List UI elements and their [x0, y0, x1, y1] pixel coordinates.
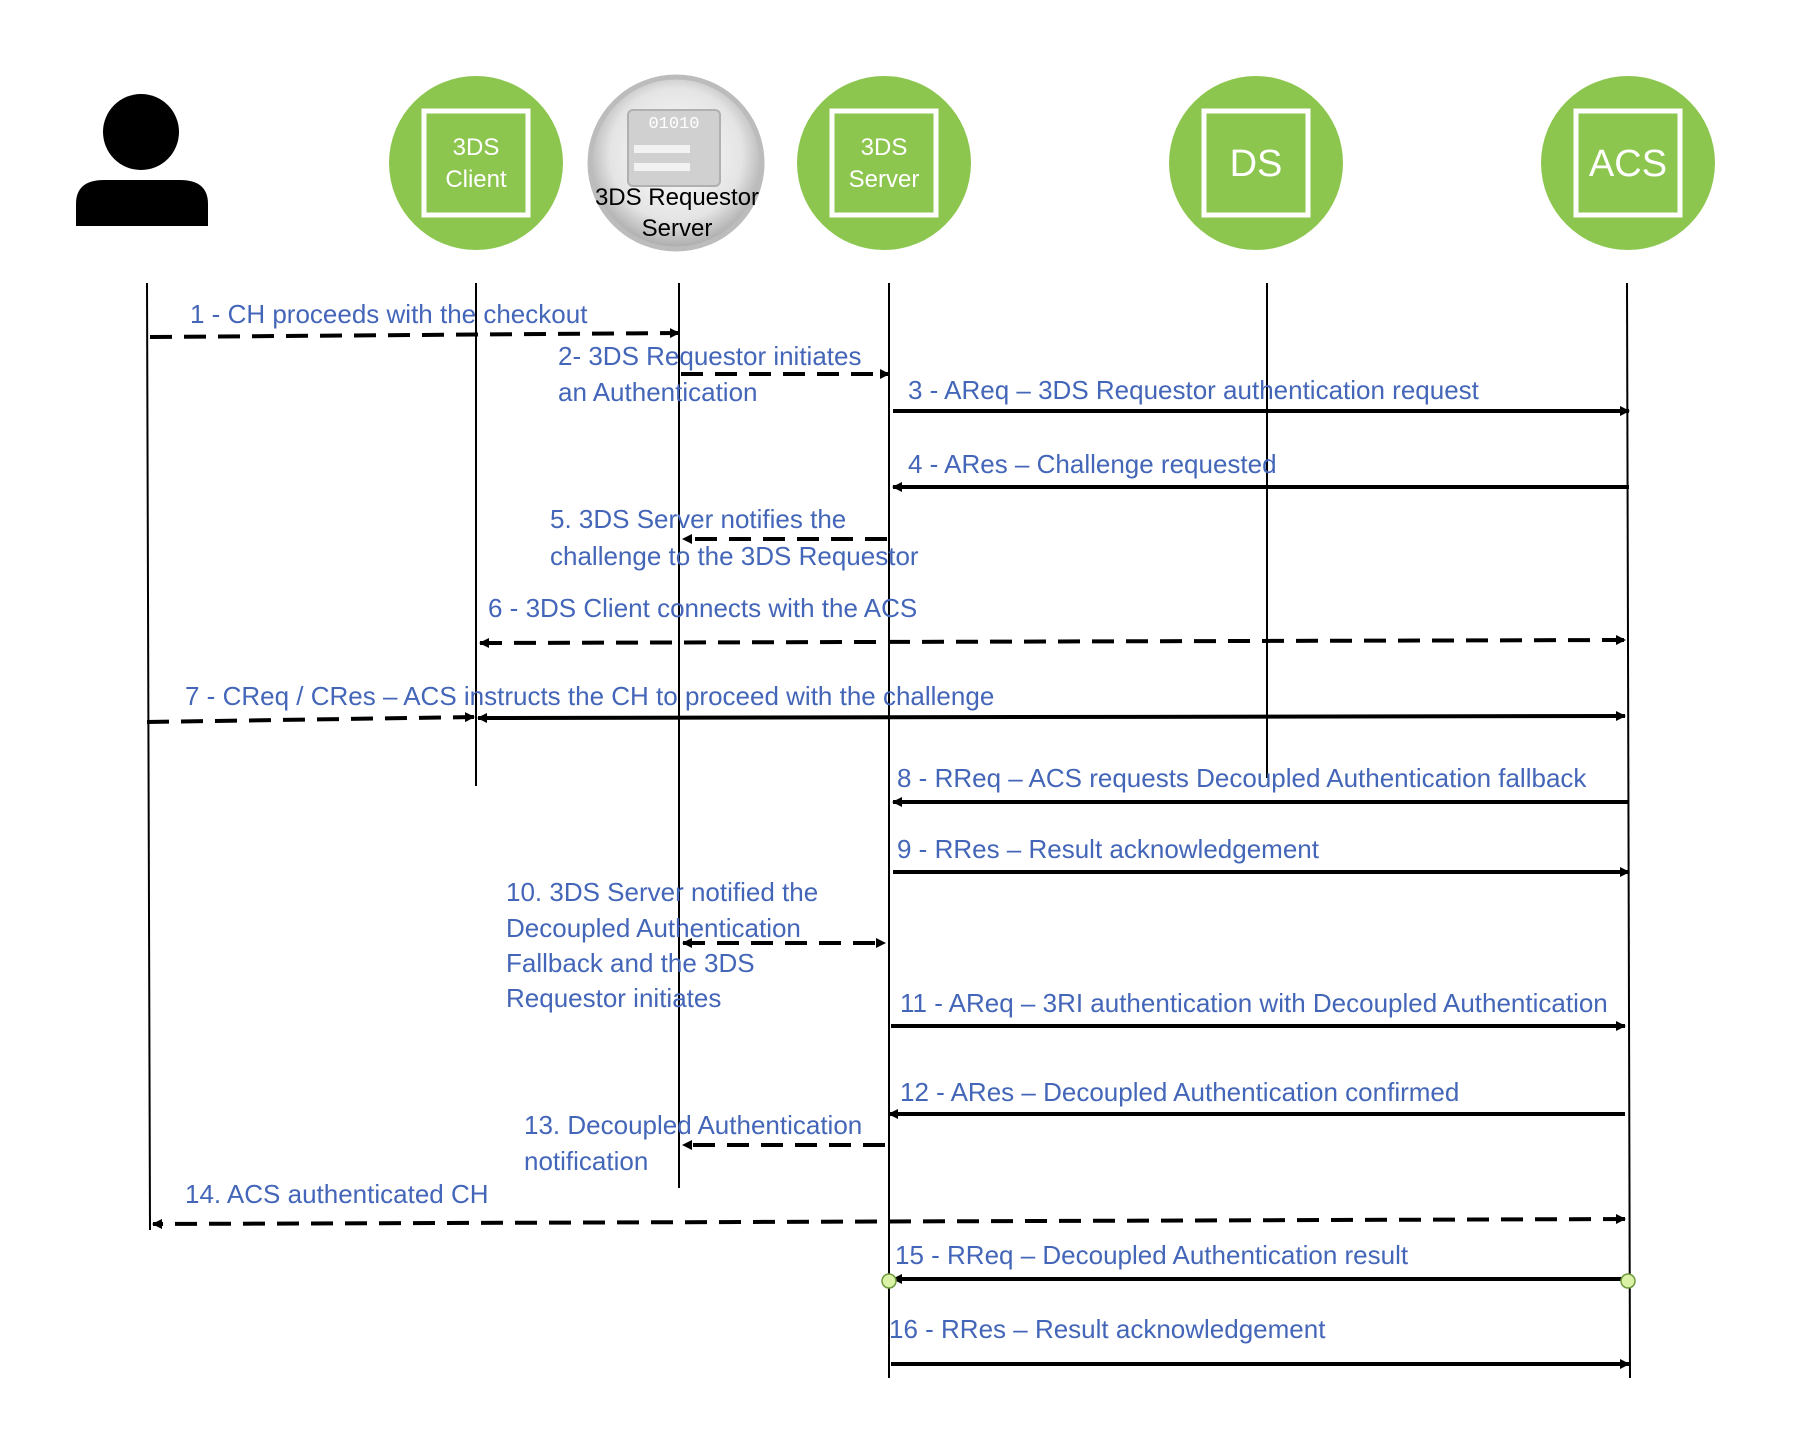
server-node-icon: [797, 76, 971, 250]
acs-label: ACS: [1589, 143, 1667, 185]
requestor-label-line-2: Server: [642, 215, 713, 242]
message-12-label: 12 - ARes – Decoupled Authentication con…: [900, 1077, 1459, 1107]
participant-headers: 3DS Client 01010 3DS Requestor Server 3D…: [76, 74, 1715, 252]
lifeline-acs: [1626, 282, 1631, 1379]
participant-3ds-client: 3DS Client: [389, 76, 563, 250]
ds-node-icon: [1169, 76, 1343, 250]
acs-node-icon: [1541, 76, 1715, 250]
client-label-line-1: 3DS: [453, 134, 500, 161]
server-label-line-1: 3DS: [861, 134, 908, 161]
message-14-label: 14. ACS authenticated CH: [185, 1179, 489, 1209]
arrow-14: [152, 1214, 1626, 1229]
requestor-label-line-1: 3DS Requestor: [595, 184, 759, 211]
message-10-label-line-1: 10. 3DS Server notified the: [506, 877, 818, 907]
lifeline-cardholder: [146, 282, 151, 1231]
client-label-line-2: Client: [445, 166, 507, 193]
message-8-label: 8 - RReq – ACS requests Decoupled Authen…: [897, 763, 1587, 793]
participant-acs: ACS: [1541, 76, 1715, 250]
message-labels: 1 - CH proceeds with the checkout 2- 3DS…: [185, 299, 1608, 1344]
arrow-1: [149, 328, 680, 339]
lifelines: [146, 282, 1631, 1379]
message-15-label: 15 - RReq – Decoupled Authentication res…: [895, 1240, 1409, 1270]
endpoint-dot-right: [1620, 1273, 1636, 1289]
message-13-label-line-2: notification: [524, 1146, 648, 1176]
arrow-7a: [146, 712, 475, 724]
cardholder-person-icon: [76, 94, 208, 226]
message-arrows: [146, 328, 1630, 1369]
message-10-label-line-4: Requestor initiates: [506, 983, 721, 1013]
participant-ds: DS: [1169, 76, 1343, 250]
message-10-label-line-2: Decoupled Authentication: [506, 913, 801, 943]
participant-3ds-server: 3DS Server: [797, 76, 971, 250]
message-7-label: 7 - CReq / CRes – ACS instructs the CH t…: [185, 681, 994, 711]
arrow-6: [479, 635, 1626, 648]
message-5-label-line-1: 5. 3DS Server notifies the: [550, 504, 846, 534]
server-digits: 01010: [648, 115, 699, 134]
message-1-label: 1 - CH proceeds with the checkout: [190, 299, 588, 329]
ds-label: DS: [1230, 143, 1283, 185]
message-10-label-line-3: Fallback and the 3DS: [506, 948, 755, 978]
message-2-label-line-2: an Authentication: [558, 377, 758, 407]
message-16-label: 16 - RRes – Result acknowledgement: [889, 1314, 1326, 1344]
arrow-7b: [477, 711, 1626, 723]
endpoint-dot-left: [881, 1273, 897, 1289]
server-label-line-2: Server: [849, 166, 920, 193]
message-9-label: 9 - RRes – Result acknowledgement: [897, 834, 1320, 864]
message-6-label: 6 - 3DS Client connects with the ACS: [488, 593, 917, 623]
message-5-label-line-2: challenge to the 3DS Requestor: [550, 541, 919, 571]
message-11-label: 11 - AReq – 3RI authentication with Deco…: [900, 988, 1608, 1018]
client-node-icon: [389, 76, 563, 250]
message-2-label-line-1: 2- 3DS Requestor initiates: [558, 341, 861, 371]
message-13-label-line-1: 13. Decoupled Authentication: [524, 1110, 862, 1140]
message-3-label: 3 - AReq – 3DS Requestor authentication …: [908, 375, 1480, 405]
message-4-label: 4 - ARes – Challenge requested: [908, 449, 1277, 479]
participant-3ds-requestor-server: 01010 3DS Requestor Server: [587, 74, 765, 252]
